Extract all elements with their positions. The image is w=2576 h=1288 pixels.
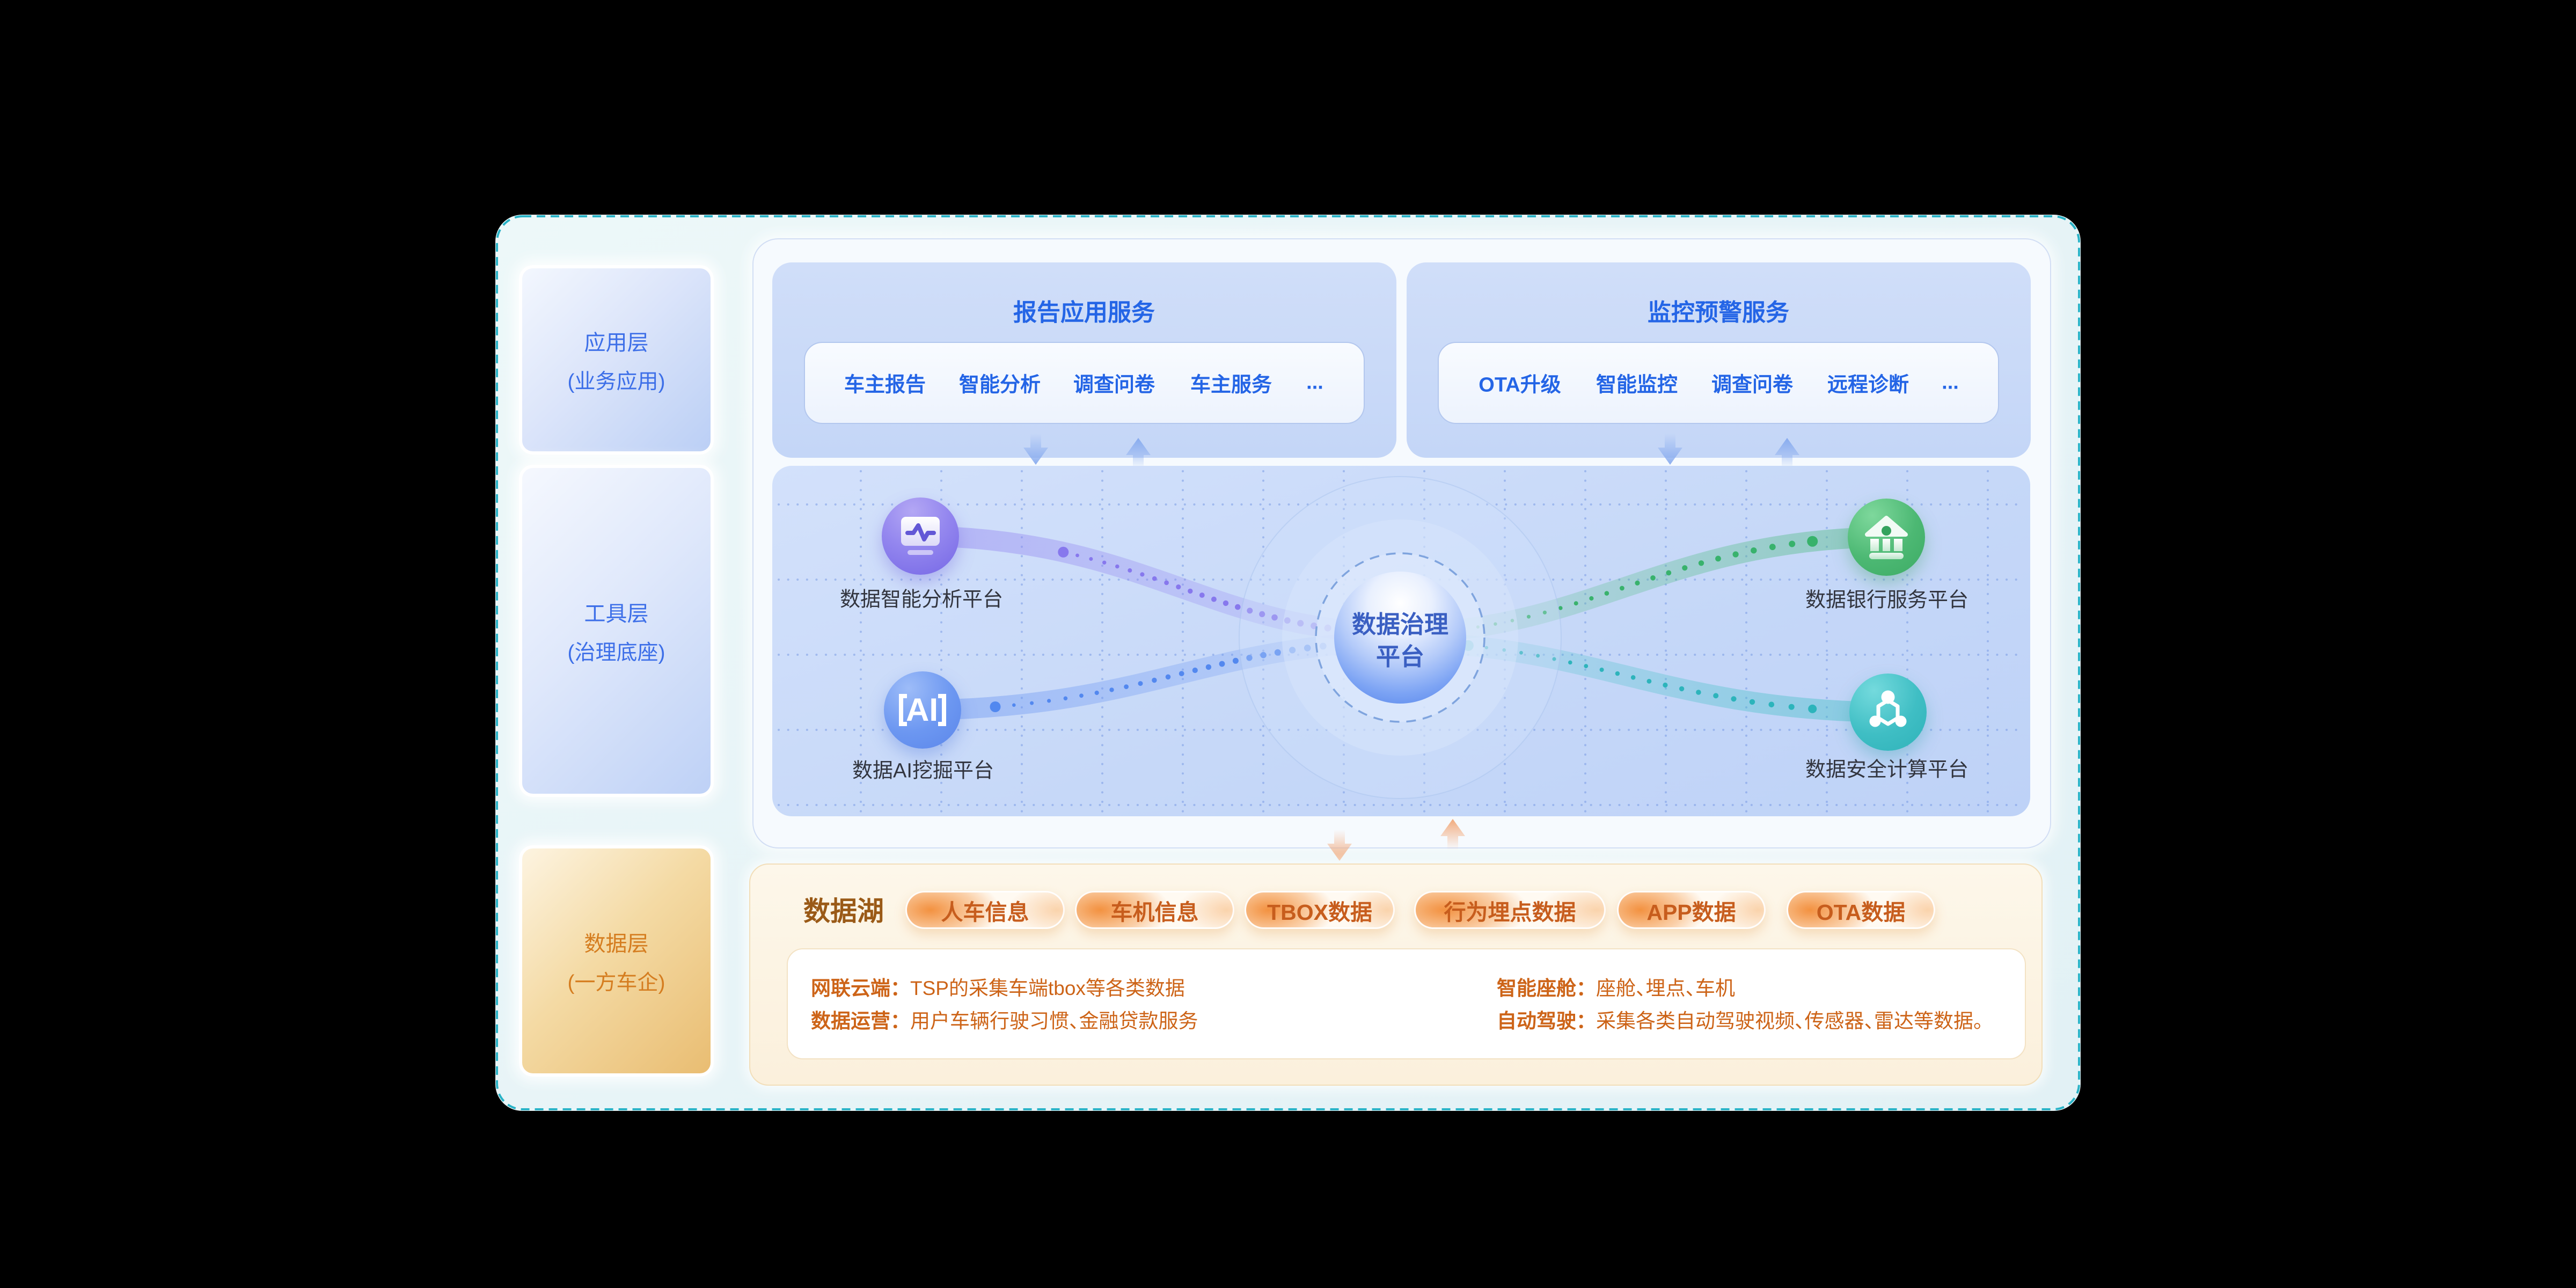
svg-text:AI: AI — [906, 692, 938, 728]
